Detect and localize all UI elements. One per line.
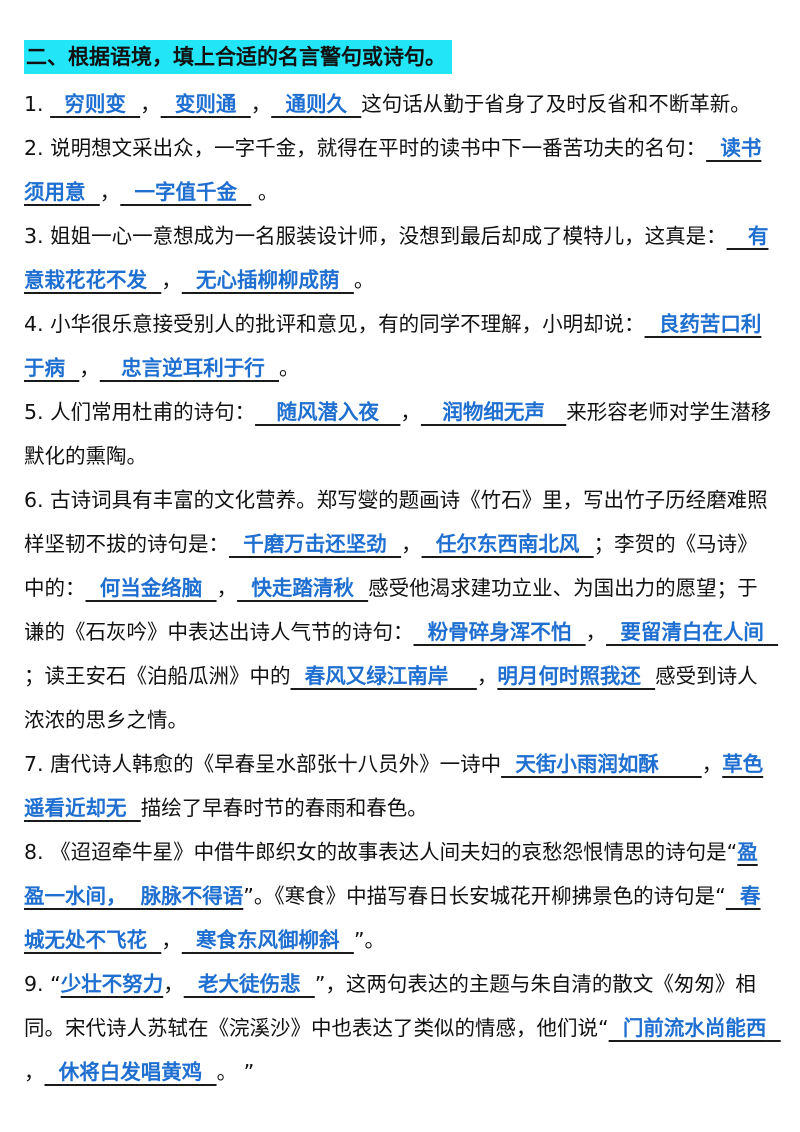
answer-blank: 随风潜入夜 (255, 400, 401, 424)
question-text: 。 ” (216, 1060, 255, 1084)
question-text: ， (161, 928, 182, 952)
question-8: 8. 《迢迢牵牛星》中借牛郎织女的故事表达人间夫妇的哀愁怨恨情思的诗句是“盈盈一… (24, 830, 776, 962)
answer-blank: 要留清白在人间 (606, 620, 779, 644)
question-text: 感受到诗人浓浓的思乡之情。 (24, 664, 758, 732)
answer-blank: 草色遥看近却无 (24, 752, 764, 820)
question-text: ， (400, 400, 421, 424)
question-text: ”，这两句表达的主题与朱自清的散文《匆匆》相同。宋代诗人苏轼在《浣溪沙》中也表达… (24, 972, 756, 1040)
question-list: 1. 穷则变 ， 变则通 ， 通则久 这句话从勤于省身了及时反省和不断革新。2.… (24, 82, 776, 1094)
question-text: 这句话从勤于省身了及时反省和不断革新。 (361, 92, 751, 116)
question-text: ， (250, 92, 272, 116)
question-text: 1. (24, 92, 51, 116)
answer-blank: 良药苦口利于病 (24, 312, 762, 380)
question-6: 6. 古诗词具有丰富的文化营养。郑写燮的题画诗《竹石》里，写出竹子历经磨难照样坚… (24, 478, 776, 742)
answer-blank: 任尔东西南北风 (421, 532, 594, 556)
question-3: 3. 姐姐一心一意想成为一名服装设计师，没想到最后却成了模特儿，这真是： 有意栽… (24, 214, 776, 302)
answer-blank: 何当金络脑 (85, 576, 217, 600)
question-text: ；李贺的《马诗》中的： (24, 532, 758, 600)
answer-blank: 快走踏清秋 (237, 576, 369, 600)
question-text: 。 (251, 180, 279, 204)
question-text: 3. 姐姐一心一意想成为一名服装设计师，没想到最后却成了模特儿，这真是： (24, 224, 727, 248)
answer-blank: 润物细无声 (420, 400, 567, 424)
question-text: ， (79, 356, 100, 380)
question-text: ， (163, 972, 184, 996)
answer-blank: 老大徒伤悲 (183, 972, 315, 996)
question-9: 9. “少壮不努力， 老大徒伤悲 ”，这两句表达的主题与朱自清的散文《匆匆》相同… (24, 962, 776, 1094)
answer-blank: 少壮不努力 (60, 972, 164, 996)
question-text: ， (161, 268, 182, 292)
answer-blank: 天街小雨润如酥 (501, 752, 702, 776)
answer-blank: 通则久 (271, 92, 362, 116)
answer-blank: 有意栽花花不发 (24, 224, 769, 292)
question-text: ， (99, 180, 121, 204)
question-text: ”。 (353, 928, 385, 952)
question-text: ”。《寒食》中描写春日长安城花开柳拂景色的诗句是“ (243, 884, 726, 908)
question-7: 7. 唐代诗人韩愈的《早春呈水部张十八员外》一诗中 天街小雨润如酥 ，草色遥看近… (24, 742, 776, 830)
question-text: 来形容老师对学生潜移默化的熏陶。 (24, 400, 772, 468)
question-1: 1. 穷则变 ， 变则通 ， 通则久 这句话从勤于省身了及时反省和不断革新。 (24, 82, 776, 126)
answer-blank: 读书须用意 (24, 136, 762, 204)
question-text: ， (476, 664, 498, 688)
answer-blank: 千磨万击还坚劲 (229, 532, 402, 556)
answer-blank: 粉骨碎身浑不怕 (413, 620, 586, 644)
answer-blank: 无心插柳柳成荫 (181, 268, 354, 292)
question-text: 6. 古诗词具有丰富的文化营养。郑写燮的题画诗《竹石》里，写出竹子历经磨难照样坚… (24, 488, 768, 556)
question-2: 2. 说明想文采出众，一字千金，就得在平时的读书中下一番苦功夫的名句： 读书须用… (24, 126, 776, 214)
question-text: ， (401, 532, 422, 556)
answer-blank: 变则通 (160, 92, 251, 116)
question-text: 9. “ (24, 972, 61, 996)
question-text: 5. 人们常用杜甫的诗句： (24, 400, 256, 424)
question-text: ， (140, 92, 161, 116)
section-heading: 二、根据语境，填上合适的名言警句或诗句。 (24, 40, 452, 74)
question-text: 。 (353, 268, 375, 292)
answer-blank: 春城无处不飞花 (24, 884, 761, 952)
answer-blank: 春风又绿江南岸 (290, 664, 477, 688)
question-4: 4. 小华很乐意接受别人的批评和意见，有的同学不理解，小明却说： 良药苦口利于病… (24, 302, 776, 390)
answer-blank: 寒食东风御柳斜 (181, 928, 354, 952)
question-text: 描绘了早春时节的春雨和春色。 (140, 796, 428, 820)
question-text: ；读王安石《泊船瓜洲》中的 (24, 664, 291, 688)
question-text: 2. 说明想文采出众，一字千金，就得在平时的读书中下一番苦功夫的名句： (24, 136, 707, 160)
question-text: 。 (278, 356, 300, 380)
answer-blank: 穷则变 (50, 92, 141, 116)
question-text: ， (216, 576, 238, 600)
question-text: 8. 《迢迢牵牛星》中借牛郎织女的故事表达人间夫妇的哀愁怨恨情思的诗句是“ (24, 840, 738, 864)
answer-blank: 盈盈一水间， 脉脉不得语 (24, 840, 758, 908)
question-text: 7. 唐代诗人韩愈的《早春呈水部张十八员外》一诗中 (24, 752, 502, 776)
question-text: 4. 小华很乐意接受别人的批评和意见，有的同学不理解，小明却说： (24, 312, 645, 336)
question-text: 感受他渴求建功立业、为国出力的愿望；于谦的《石灰吟》中表达出诗人气节的诗句： (24, 576, 758, 644)
answer-blank: 门前流水尚能西 (608, 1016, 781, 1040)
question-text: ， (24, 1060, 45, 1084)
answer-blank: 明月何时照我还 (497, 664, 656, 688)
question-5: 5. 人们常用杜甫的诗句： 随风潜入夜 ， 润物细无声 来形容老师对学生潜移默化… (24, 390, 776, 478)
answer-blank: 一字值千金 (120, 180, 252, 204)
question-text: ， (585, 620, 607, 644)
question-text: ， (701, 752, 723, 776)
answer-blank: 休将白发唱黄鸡 (44, 1060, 217, 1084)
answer-blank: 忠言逆耳利于行 (99, 356, 279, 380)
